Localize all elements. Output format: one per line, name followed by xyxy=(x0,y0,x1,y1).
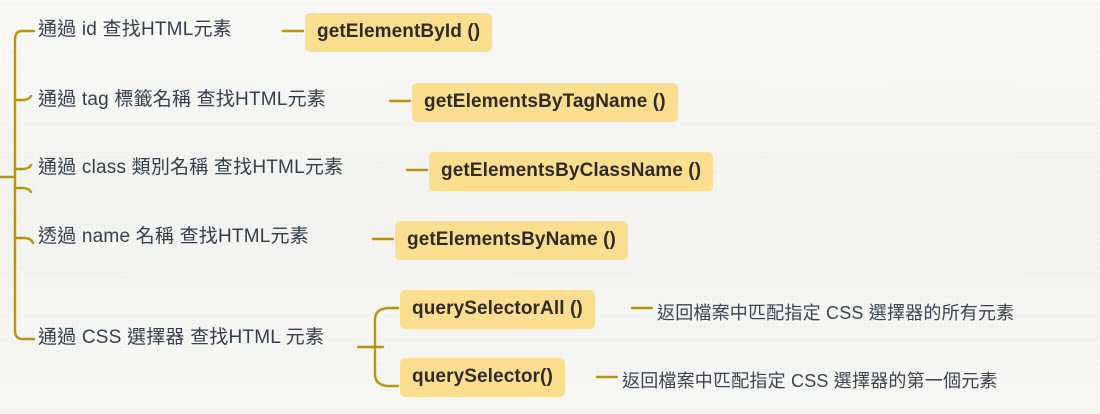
description-queryselectorall: 返回檔案中匹配指定 CSS 選擇器的所有元素 xyxy=(657,303,1015,323)
method-badge-queryselectorall[interactable]: querySelectorAll () xyxy=(400,290,595,329)
branch-label-css-selector[interactable]: 通過 CSS 選擇器 查找HTML 元素 xyxy=(38,327,325,348)
branch-tick-4 xyxy=(13,236,35,245)
branch-label-tag[interactable]: 通過 tag 標籤名稱 查找HTML元素 xyxy=(38,89,326,110)
branch-label-id[interactable]: 通過 id 查找HTML元素 xyxy=(38,19,232,40)
branch-label-name[interactable]: 透過 name 名稱 查找HTML元素 xyxy=(38,226,309,247)
branch-tick-2 xyxy=(13,163,33,171)
method-badge-getelementsbyclassname[interactable]: getElementsByClassName () xyxy=(429,152,714,191)
root-spine xyxy=(13,29,36,341)
method-badge-getelementsbyname[interactable]: getElementsByName () xyxy=(395,221,628,260)
css-sub-bracket xyxy=(373,306,400,388)
description-queryselector: 返回檔案中匹配指定 CSS 選擇器的第一個元素 xyxy=(622,371,998,391)
method-badge-getelementsbytagname[interactable]: getElementsByTagName () xyxy=(412,83,678,122)
branch-tick-1 xyxy=(13,94,33,102)
branch-label-class[interactable]: 通過 class 類別名稱 查找HTML元素 xyxy=(38,157,344,178)
branch-tick-3 xyxy=(13,186,33,194)
method-badge-queryselector[interactable]: querySelector() xyxy=(400,358,565,397)
method-badge-getelementbyid[interactable]: getElementById () xyxy=(305,13,493,52)
